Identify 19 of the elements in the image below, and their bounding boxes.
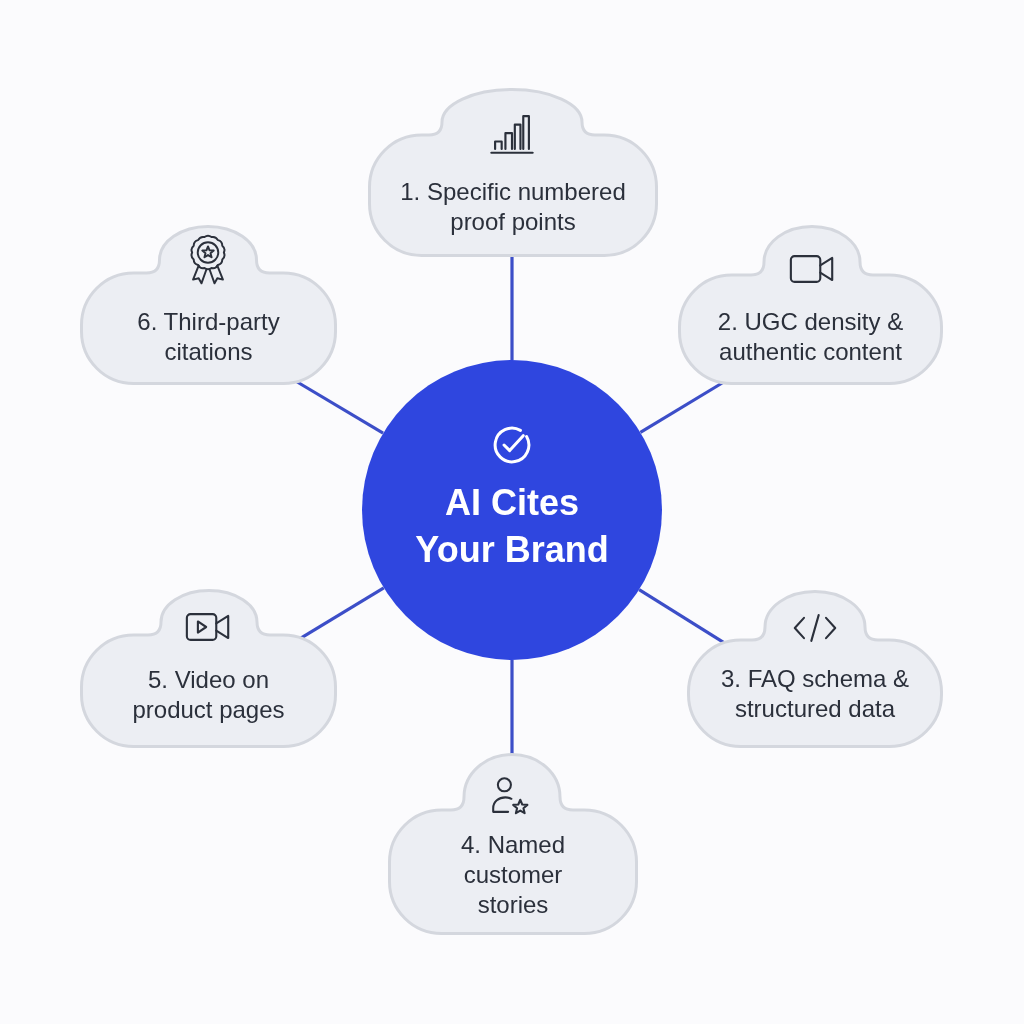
cloud-node: [687, 590, 943, 748]
node-label: 3. FAQ schema & structured data: [719, 664, 911, 724]
cloud-node: [80, 589, 337, 748]
node-label: 1. Specific numbered proof points: [399, 177, 627, 237]
connector-line: [295, 380, 384, 435]
hub-title: AI Cites Your Brand: [414, 481, 610, 572]
node-label: 5. Video on product pages: [131, 665, 286, 725]
node-label: 2. UGC density & authentic content: [716, 307, 905, 367]
node-label: 6. Third-party citations: [136, 307, 281, 367]
cloud-node: [388, 753, 638, 935]
node-label: 4. Named customer stories: [459, 830, 567, 920]
connector-line: [638, 588, 726, 645]
connector-line: [510, 660, 514, 755]
connector-line: [639, 381, 724, 434]
connector-line: [510, 255, 514, 360]
cloud-node: [368, 88, 658, 257]
connector-line: [299, 586, 385, 640]
cloud-node: [80, 225, 337, 385]
cloud-node: [678, 225, 943, 385]
